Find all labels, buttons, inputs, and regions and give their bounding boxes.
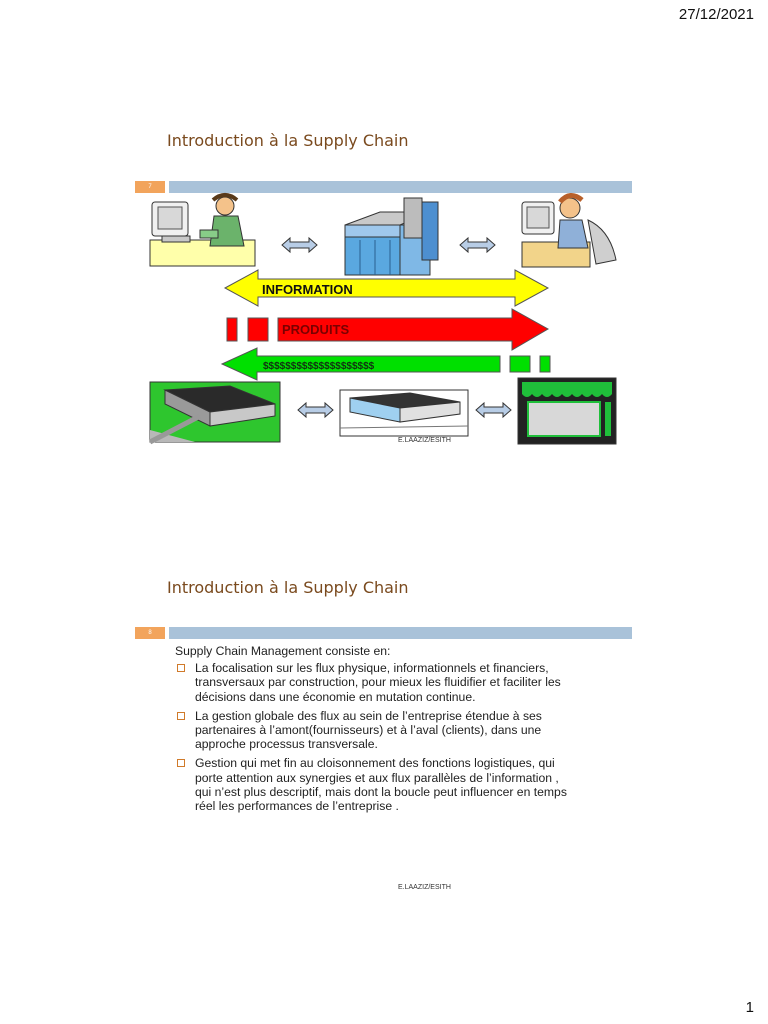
office-worker-left-icon (149, 193, 256, 267)
slide2-number: 8 (135, 627, 165, 639)
double-arrow-lower-left-icon (297, 401, 334, 419)
office-worker-right-icon (521, 193, 617, 268)
bullet-text: La gestion globale des flux au sein de l… (195, 708, 542, 752)
slide2: 8 (135, 627, 632, 907)
bullet-square-icon (177, 664, 185, 673)
produits-arrow: PRODUITS (226, 308, 550, 351)
supply-chain-diagram: INFORMATION PRODUITS $$$$$$$$$$$$$$$$$$$… (148, 193, 617, 445)
slide2-band: 8 (135, 627, 632, 639)
slide1-title: Introduction à la Supply Chain (167, 131, 409, 150)
produits-arrow-label: PRODUITS (282, 322, 350, 337)
double-arrow-left-icon (281, 236, 318, 254)
store-icon (517, 377, 617, 445)
information-arrow-label: INFORMATION (262, 282, 353, 297)
list-item: La focalisation sur les flux physique, i… (175, 661, 575, 704)
slide1-band-bar (169, 181, 632, 193)
slide1-number: 7 (135, 181, 165, 193)
page-number: 1 (745, 999, 754, 1016)
money-arrow: $$$$$$$$$$$$$$$$$$$$ (220, 347, 551, 381)
bullet-text: La focalisation sur les flux physique, i… (195, 661, 561, 704)
slide2-title: Introduction à la Supply Chain (167, 578, 409, 597)
factory-icon (148, 381, 281, 445)
computer-server-icon (344, 197, 439, 276)
information-arrow: INFORMATION (223, 269, 550, 307)
header-date: 27/12/2021 (678, 6, 754, 23)
money-arrow-label: $$$$$$$$$$$$$$$$$$$$ (263, 361, 375, 372)
bullet-square-icon (177, 711, 185, 720)
slide1-band: 7 (135, 181, 632, 193)
double-arrow-lower-right-icon (475, 401, 512, 419)
warehouse-icon (339, 389, 469, 437)
slide2-body: Supply Chain Management consiste en: La … (175, 644, 575, 818)
slide1: 7 (135, 181, 632, 461)
double-arrow-right-icon (459, 236, 496, 254)
slide2-band-bar (169, 627, 632, 639)
slide2-lead: Supply Chain Management consiste en: (175, 644, 391, 658)
slide2-credit: E.LAAZIZ/ESITH (398, 884, 451, 891)
bullet-text: Gestion qui met fin au cloisonnement des… (195, 756, 567, 814)
slide1-credit: E.LAAZIZ/ESITH (398, 437, 451, 444)
bullet-square-icon (177, 759, 185, 768)
list-item: La gestion globale des flux au sein de l… (175, 709, 575, 752)
list-item: Gestion qui met fin au cloisonnement des… (175, 756, 575, 813)
slide2-bullet-list: La focalisation sur les flux physique, i… (175, 661, 575, 813)
